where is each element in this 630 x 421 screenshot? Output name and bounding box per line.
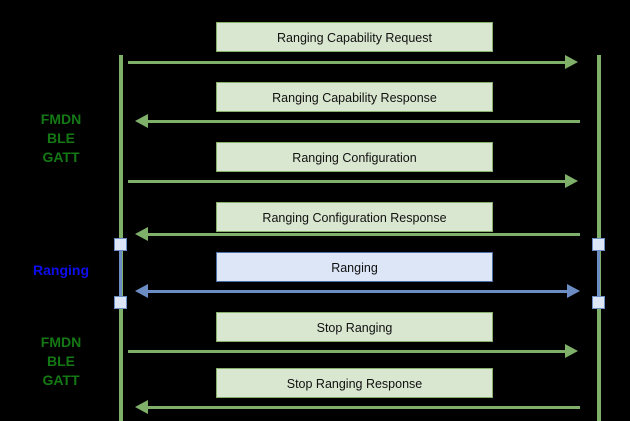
arrow-ranging-capability-request: [128, 55, 578, 69]
phase-label-gatt-bottom: FMDN BLE GATT: [40, 334, 82, 388]
arrow-line: [128, 180, 565, 183]
arrowhead-right-icon: [567, 284, 580, 298]
session-node-right-start: [592, 238, 605, 251]
message-box-ranging: Ranging: [216, 252, 493, 282]
arrow-ranging-configuration-response: [135, 227, 580, 241]
message-box-ranging-configuration-response: Ranging Configuration Response: [216, 202, 493, 232]
arrow-ranging-bidirectional: [135, 284, 580, 298]
arrow-stop-ranging: [128, 344, 578, 358]
arrowhead-right-icon: [565, 344, 578, 358]
message-box-stop-ranging-response: Stop Ranging Response: [216, 368, 493, 398]
message-box-ranging-capability-response: Ranging Capability Response: [216, 82, 493, 112]
arrow-line: [148, 290, 567, 293]
session-bar-right: [597, 244, 600, 302]
arrow-ranging-capability-response: [135, 114, 580, 128]
arrow-line: [148, 406, 580, 409]
arrowhead-left-icon: [135, 400, 148, 414]
arrowhead-left-icon: [135, 284, 148, 298]
phase-label-gatt-top: FMDN BLE GATT: [40, 111, 82, 165]
arrow-stop-ranging-response: [135, 400, 580, 414]
message-box-ranging-capability-request: Ranging Capability Request: [216, 22, 493, 52]
message-box-ranging-configuration: Ranging Configuration: [216, 142, 493, 172]
message-box-stop-ranging: Stop Ranging: [216, 312, 493, 342]
session-node-left-start: [114, 238, 127, 251]
phase-label-ranging: Ranging: [33, 262, 89, 278]
session-bar-left: [119, 244, 122, 302]
arrow-line: [148, 233, 580, 236]
arrow-ranging-configuration: [128, 174, 578, 188]
arrow-line: [128, 350, 565, 353]
session-node-right-end: [592, 296, 605, 309]
arrow-line: [148, 120, 580, 123]
arrowhead-left-icon: [135, 114, 148, 128]
arrowhead-right-icon: [565, 55, 578, 69]
arrowhead-right-icon: [565, 174, 578, 188]
arrow-line: [128, 61, 565, 64]
arrowhead-left-icon: [135, 227, 148, 241]
session-node-left-end: [114, 296, 127, 309]
